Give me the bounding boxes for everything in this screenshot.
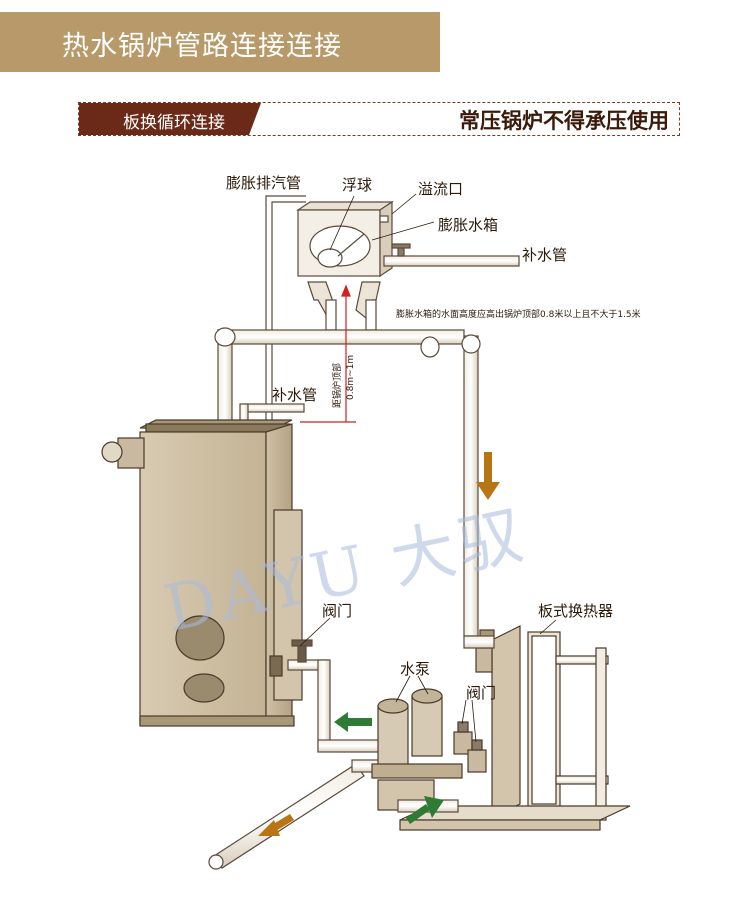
section-tag-label: 板换循环连接 xyxy=(123,113,225,133)
boiler-outlet-pipe xyxy=(287,639,383,753)
flow-arrow-left-icon xyxy=(334,712,372,732)
leader-lines xyxy=(299,193,557,743)
boiler xyxy=(101,419,303,727)
pump-valves xyxy=(453,721,487,773)
expansion-vent-pipe xyxy=(265,195,306,420)
flow-arrow-down-icon xyxy=(476,452,500,500)
label-overflow: 溢流口 xyxy=(418,180,464,198)
label-valve-boiler: 阀门 xyxy=(322,602,353,620)
label-plate-exchanger: 板式换热器 xyxy=(538,602,614,620)
label-valve-pump: 阀门 xyxy=(466,684,497,702)
flow-arrow-outlet-icon xyxy=(258,814,294,836)
label-distance-vertical: 距锅炉顶部 xyxy=(333,362,343,408)
label-makeup-pipe-top: 补水管 xyxy=(522,246,568,264)
label-makeup-pipe-mid: 补水管 xyxy=(272,386,318,404)
label-expansion-vent: 膨胀排汽管 xyxy=(226,174,302,192)
section-tag: 板换循环连接 xyxy=(79,103,249,135)
label-expansion-tank: 膨胀水箱 xyxy=(438,216,499,234)
title-banner: 热水锅炉管路连接连接 xyxy=(0,12,440,72)
section-header: 板换循环连接 常压锅炉不得承压使用 xyxy=(78,102,680,136)
makeup-pipe-top xyxy=(383,243,520,267)
section-tag-notch xyxy=(249,103,261,135)
pressure-warning: 常压锅炉不得承压使用 xyxy=(459,109,669,133)
label-float-ball: 浮球 xyxy=(342,176,373,194)
label-tank-height-note: 膨胀水箱的水面高度应高出锅炉顶部0.8米以上且不大于1.5米 xyxy=(396,310,641,320)
drain-pipe xyxy=(208,759,383,870)
label-pump: 水泵 xyxy=(400,660,431,678)
tank-stand xyxy=(307,281,381,331)
label-distance-range: 0.8m~1m xyxy=(346,354,356,400)
flow-arrow-right-icon xyxy=(406,796,444,824)
height-dimension xyxy=(300,284,356,423)
page-title: 热水锅炉管路连接连接 xyxy=(62,31,342,62)
expansion-tank xyxy=(296,200,394,278)
pumps xyxy=(371,688,463,811)
